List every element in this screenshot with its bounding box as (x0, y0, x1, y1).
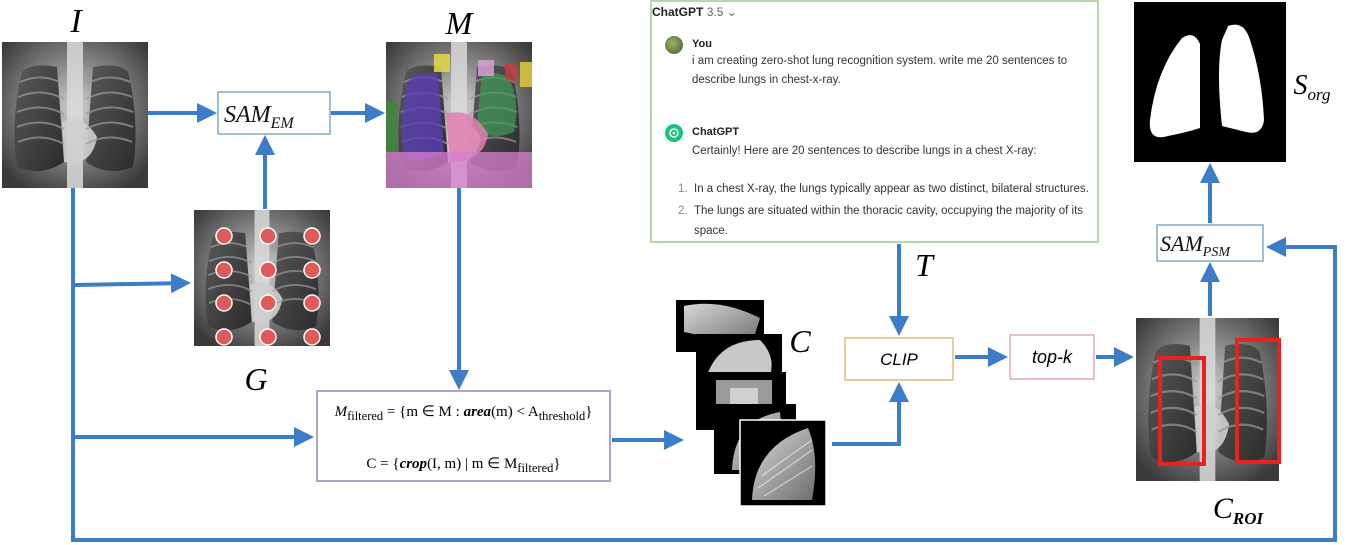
user-message-line-2: describe lungs in chest-x-ray. (692, 74, 841, 86)
sam-em-subscript: EM (270, 115, 296, 132)
bot-name: ChatGPT (692, 126, 740, 138)
list-item-text: space. (694, 225, 728, 237)
formula1-lhs-sub: filtered (347, 409, 384, 423)
clip-block: CLIP (844, 337, 954, 381)
crop-stack (676, 300, 827, 507)
svg-text:SAMPSM: SAMPSM (1160, 231, 1231, 260)
formula1-close: } (585, 404, 593, 420)
arrows (71, 103, 1337, 542)
chevron-down-icon[interactable]: ⌄ (726, 5, 737, 19)
chatgpt-panel: ChatGPT 3.5 ⌄ You i am creating zero-sho… (650, 0, 1099, 243)
mask-overlay-image (385, 41, 533, 189)
list-item: space. (678, 222, 728, 241)
clip-label: CLIP (880, 350, 918, 369)
chat-header: ChatGPT 3.5 ⌄ (652, 5, 737, 19)
svg-text:CROI: CROI (1213, 492, 1265, 528)
filter-formula-box: Mfiltered = {m ∈ M : area(m) < Athreshol… (316, 390, 611, 482)
formula2-close: } (553, 456, 561, 472)
label-roi-subscript: ROI (1232, 509, 1265, 528)
sam-em-label: SAM (224, 102, 273, 128)
formula1-fn: area (463, 404, 492, 420)
chatgpt-logo-icon (665, 124, 683, 142)
user-avatar (665, 36, 683, 54)
formula1-body: = {m ∈ M : (383, 404, 464, 420)
label-crops: C (789, 323, 811, 359)
sam-psm-label: SAM (1160, 231, 1204, 256)
label-text-prompts: T (915, 247, 935, 283)
formula2-fn: crop (399, 456, 428, 472)
input-xray-image (1, 41, 149, 189)
list-item: 2. The lungs are situated within the thor… (678, 202, 1083, 221)
bot-intro: Certainly! Here are 20 sentences to desc… (692, 145, 1037, 157)
formula-filtered-masks: Mfiltered = {m ∈ M : area(m) < Athreshol… (318, 402, 609, 424)
label-segmentation-subscript: org (1308, 85, 1331, 104)
crop-5 (739, 419, 827, 507)
crop-1 (676, 300, 764, 352)
roi-box-right (1235, 338, 1281, 464)
arrow-image-loop-to-sam-psm (71, 237, 1337, 542)
sam-em-block: SAMEM (217, 91, 331, 135)
roi-box-left (1158, 356, 1206, 466)
label-masks: M (445, 5, 475, 41)
label-image: I (69, 3, 83, 40)
label-grid: G (244, 361, 267, 397)
topk-label: top-k (1032, 347, 1073, 367)
user-message-line-1: i am creating zero-shot lung recognition… (692, 55, 1068, 67)
arrow-image-to-grid (74, 273, 191, 294)
chat-app-name: ChatGPT (652, 5, 704, 19)
list-item-number: 1. (678, 183, 688, 195)
grid-point-markers (215, 227, 321, 346)
user-name: You (692, 38, 712, 50)
roi-xray-image (1134, 316, 1281, 483)
formula2-arg-sub: filtered (517, 461, 554, 475)
formula1-arg-sub: threshold (538, 409, 586, 423)
formula2-lhs: C = { (366, 456, 400, 472)
list-item-number: 2. (678, 205, 688, 217)
label-roi: C (1213, 492, 1234, 525)
label-segmentation: S (1294, 70, 1308, 101)
chat-version: 3.5 (706, 5, 724, 19)
formula1-lhs: M (334, 404, 348, 420)
arrow-crops-to-clip (832, 382, 909, 446)
list-item: 1. In a chest X-ray, the lungs typically … (678, 180, 1089, 199)
formula1-arg: (m) < A (491, 404, 539, 420)
sam-psm-subscript: PSM (1202, 245, 1232, 260)
list-item-text: In a chest X-ray, the lungs typically ap… (694, 183, 1089, 195)
sam-psm-block: SAMPSM (1156, 224, 1264, 262)
formula-crops: C = {crop(I, m) | m ∈ Mfiltered} (318, 454, 609, 476)
grid-points-image (193, 209, 331, 347)
list-item-text: The lungs are situated within the thorac… (694, 205, 1084, 217)
formula2-arg: (I, m) | m ∈ M (427, 456, 518, 472)
segmentation-mask-image (1134, 2, 1286, 162)
svg-text:Sorg: Sorg (1294, 70, 1331, 104)
svg-text:SAMEM: SAMEM (224, 102, 295, 132)
topk-block: top-k (1009, 334, 1095, 380)
